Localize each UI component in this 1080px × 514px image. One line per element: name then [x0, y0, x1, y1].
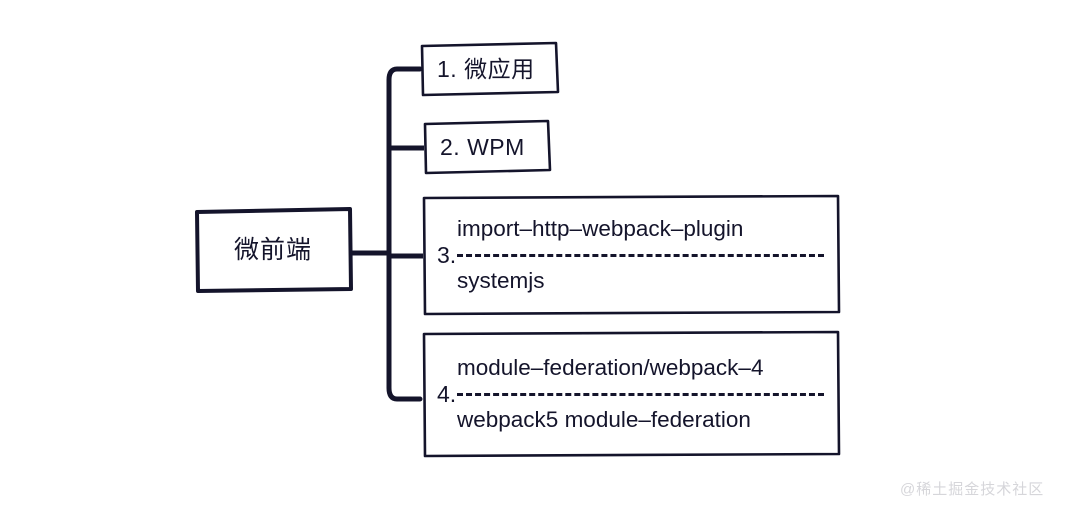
branch-2-label: 2. WPM: [440, 133, 525, 160]
branch-4-stack: module–federation/webpack–4 webpack5 mod…: [457, 355, 838, 432]
branch-4-divider: [457, 392, 824, 396]
branch-4-index: 4.: [437, 380, 457, 407]
branch-1-label: 1. 微应用: [437, 55, 535, 82]
branch-2-box[interactable]: [423, 119, 552, 175]
branch-3-bottom-line: systemjs: [457, 267, 545, 293]
branch-3-top-line: import–http–webpack–plugin: [457, 216, 744, 241]
branch-3-content: 3. import–http–webpack–plugin systemjs: [423, 197, 838, 313]
root-node-box[interactable]: [195, 207, 353, 293]
branch-4-top-line: module–federation/webpack–4: [457, 355, 764, 380]
branch-3-stack: import–http–webpack–plugin systemjs: [457, 216, 838, 293]
branch-1-box[interactable]: [420, 41, 560, 97]
root-node-label: 微前端: [233, 235, 312, 264]
branch-4-bottom-line: webpack5 module–federation: [457, 406, 751, 432]
branch-4-content: 4. module–federation/webpack–4 webpack5 …: [423, 333, 838, 455]
branch-3-index: 3.: [437, 241, 457, 268]
connector-spine: [386, 66, 423, 402]
branch-3-divider: [457, 253, 824, 257]
watermark: @稀土掘金技术社区: [900, 481, 1045, 498]
